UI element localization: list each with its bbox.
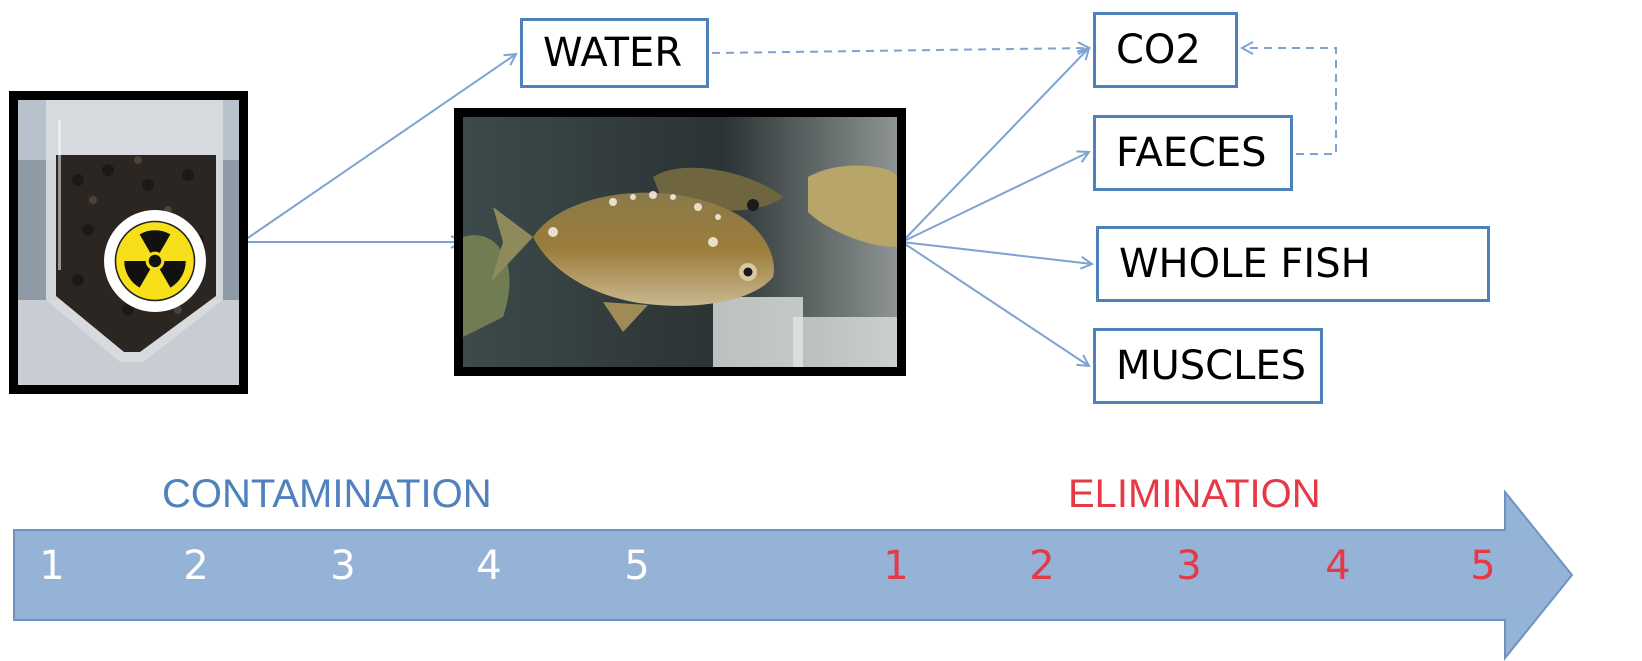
contamination-day-tick: 4 xyxy=(476,543,502,589)
arrow-fish-to-muscles xyxy=(901,241,1089,366)
arrow-fish-to-faeces xyxy=(901,152,1089,243)
fish-illustration xyxy=(463,117,897,367)
co2-box: CO2 xyxy=(1093,12,1238,88)
arrow-fish-to-whole-fish xyxy=(901,241,1092,264)
muscles-box: MUSCLES xyxy=(1093,328,1323,404)
faeces-label: FAECES xyxy=(1116,130,1267,176)
muscles-label: MUSCLES xyxy=(1116,343,1307,389)
elimination-phase-label: ELIMINATION xyxy=(1068,472,1321,516)
whole-fish-label: WHOLE FISH xyxy=(1119,241,1371,287)
water-label: WATER xyxy=(543,30,683,76)
elimination-day-tick: 1 xyxy=(883,543,909,589)
faeces-box: FAECES xyxy=(1093,115,1293,191)
co2-label: CO2 xyxy=(1116,27,1201,73)
elimination-day-tick: 5 xyxy=(1470,543,1496,589)
contamination-day-tick: 2 xyxy=(183,543,209,589)
radioactive-trefoil-icon xyxy=(104,210,206,312)
whole-fish-box: WHOLE FISH xyxy=(1096,226,1490,302)
water-box: WATER xyxy=(520,18,709,88)
contamination-day-tick: 5 xyxy=(624,543,650,589)
elimination-day-tick: 2 xyxy=(1029,543,1055,589)
arrow-fish-to-co2 xyxy=(901,48,1089,243)
contamination-day-tick: 1 xyxy=(39,543,65,589)
dashed-water-to-co2 xyxy=(711,48,1089,53)
contamination-phase-label: CONTAMINATION xyxy=(162,472,492,516)
fish-tank-photo xyxy=(454,108,906,376)
elimination-day-tick: 4 xyxy=(1325,543,1351,589)
contamination-day-tick: 3 xyxy=(330,543,356,589)
timeline-arrow xyxy=(13,490,1574,661)
radioactive-feed-photo xyxy=(9,91,248,394)
elimination-day-tick: 3 xyxy=(1176,543,1202,589)
